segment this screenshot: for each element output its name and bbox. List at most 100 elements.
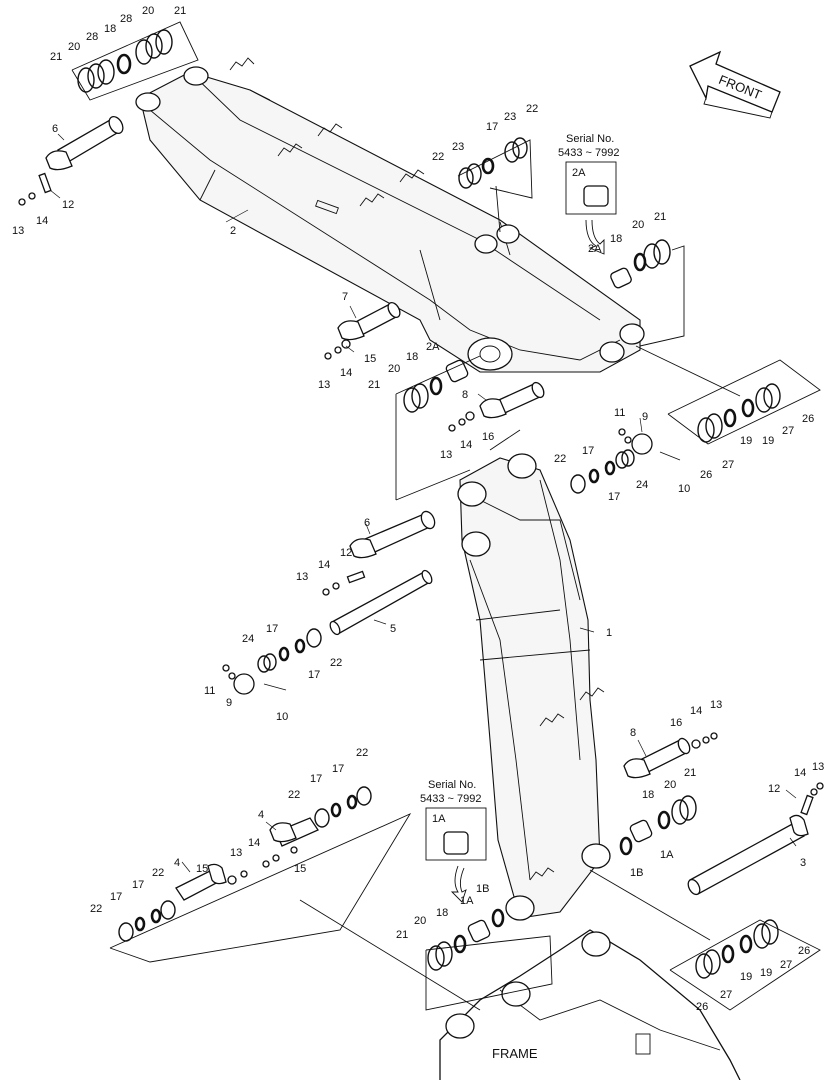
rings <box>77 29 781 979</box>
callout-label: 21 <box>50 51 62 63</box>
callout-label: 18 <box>642 789 654 801</box>
callout-label: 20 <box>388 363 400 375</box>
serial-upper-part: 2A <box>572 167 586 179</box>
callout-label: 22 <box>554 453 566 465</box>
callout-label: 13 <box>710 699 722 711</box>
callout-label: 27 <box>780 959 792 971</box>
callout-label: 27 <box>782 425 794 437</box>
callout-label: 17 <box>110 891 122 903</box>
callout-label: 13 <box>440 449 452 461</box>
front-arrow: FRONT <box>689 50 781 119</box>
callout-label: 15 <box>364 353 376 365</box>
serial-lower-part: 1A <box>432 813 446 825</box>
callout-label: 18 <box>610 233 622 245</box>
callout-label: 2 <box>230 225 236 237</box>
boom-assembly <box>457 453 611 921</box>
callout-label: 14 <box>318 559 330 571</box>
callout-label: 13 <box>12 225 24 237</box>
callout-label: 22 <box>526 103 538 115</box>
frame-assembly: FRAME <box>439 929 741 1080</box>
callout-label: 13 <box>230 847 242 859</box>
callout-label: 20 <box>142 5 154 17</box>
callout-label: 12 <box>62 199 74 211</box>
callout-label: 13 <box>812 761 824 773</box>
pin-8-lower <box>623 737 691 779</box>
pin-4-upper <box>269 817 319 847</box>
callout-label: 15 <box>196 863 208 875</box>
callout-label: 1A <box>460 895 474 907</box>
callout-label: 22 <box>288 789 300 801</box>
callout-label: 22 <box>330 657 342 669</box>
pin-6-top <box>45 115 124 171</box>
callout-label: 9 <box>642 411 648 423</box>
bolts <box>18 172 824 885</box>
serial-upper-range: 5433 ~ 7992 <box>558 147 619 159</box>
pin-3 <box>687 814 809 896</box>
callout-label: 17 <box>486 121 498 133</box>
callout-label: 20 <box>414 915 426 927</box>
callout-label: 22 <box>152 867 164 879</box>
callout-label: 4 <box>174 857 180 869</box>
pin-7 <box>337 301 401 341</box>
serial-box-lower: Serial No. 5433 ~ 7992 1A <box>420 779 487 903</box>
callout-label: 20 <box>68 41 80 53</box>
pin-8-upper <box>479 381 545 419</box>
callout-label: 26 <box>696 1001 708 1013</box>
callout-label: 17 <box>608 491 620 503</box>
callout-label: 14 <box>248 837 260 849</box>
pin-5 <box>329 569 433 636</box>
callout-label: 26 <box>802 413 814 425</box>
callout-label: 17 <box>582 445 594 457</box>
callout-label: 21 <box>174 5 186 17</box>
callout-label: 5 <box>390 623 396 635</box>
callout-label: 21 <box>684 767 696 779</box>
callout-label: 19 <box>740 435 752 447</box>
serial-lower-range: 5433 ~ 7992 <box>420 793 481 805</box>
callout-label: 12 <box>768 783 780 795</box>
callout-label: 18 <box>406 351 418 363</box>
pins <box>45 115 809 943</box>
callout-label: 17 <box>310 773 322 785</box>
callout-label: 26 <box>798 945 810 957</box>
frame-label: FRAME <box>492 1046 538 1061</box>
pin-6-mid <box>349 510 436 559</box>
callout-label: 17 <box>332 763 344 775</box>
callout-label: 16 <box>482 431 494 443</box>
callout-label: 10 <box>678 483 690 495</box>
callout-labels: 21 20 28 18 28 20 21 6 12 14 13 2 22 23 … <box>12 5 824 1013</box>
callout-label: 17 <box>308 669 320 681</box>
callout-label: 24 <box>636 479 648 491</box>
callout-label: 13 <box>296 571 308 583</box>
arm-assembly <box>135 57 645 373</box>
callout-label: 11 <box>614 407 625 419</box>
callout-label: 6 <box>52 123 58 135</box>
callout-label: 2A <box>588 243 602 255</box>
callout-label: 1A <box>660 849 674 861</box>
serial-box-upper: Serial No. 5433 ~ 7992 2A <box>558 133 619 255</box>
callout-label: 17 <box>266 623 278 635</box>
callout-label: 11 <box>204 685 215 697</box>
callout-label: 22 <box>90 903 102 915</box>
callout-label: 27 <box>720 989 732 1001</box>
callout-label: 4 <box>258 809 264 821</box>
callout-label: 28 <box>86 31 98 43</box>
callout-label: 13 <box>318 379 330 391</box>
callout-label: 14 <box>36 215 48 227</box>
pin-4-lower <box>175 863 227 901</box>
serial-upper-title: Serial No. <box>566 133 614 145</box>
callout-label: 8 <box>462 389 468 401</box>
callout-label: 19 <box>760 967 772 979</box>
callout-label: 2A <box>426 341 440 353</box>
callout-label: 14 <box>460 439 472 451</box>
callout-label: 7 <box>342 291 348 303</box>
callout-label: 14 <box>794 767 806 779</box>
callout-label: 3 <box>800 857 806 869</box>
callout-label: 21 <box>654 211 666 223</box>
callout-label: 19 <box>762 435 774 447</box>
callout-label: 10 <box>276 711 288 723</box>
callout-label: 9 <box>226 697 232 709</box>
callout-label: 16 <box>670 717 682 729</box>
callout-label: 18 <box>104 23 116 35</box>
